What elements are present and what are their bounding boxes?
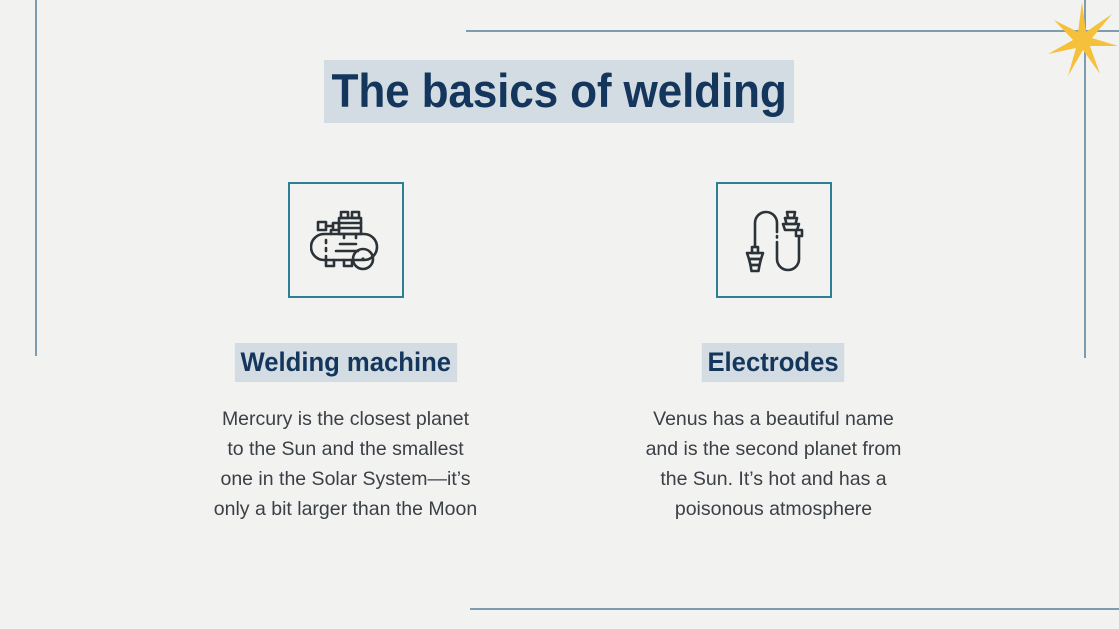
- column-body-text: Venus has a beautiful name and is the se…: [645, 408, 902, 520]
- electrodes-icon: [745, 210, 803, 273]
- sparkle-star-icon: [1040, 0, 1119, 80]
- column-heading: Welding machine: [234, 343, 457, 382]
- title-container: The basics of welding: [0, 60, 1119, 123]
- vertical-rule-right: [1084, 0, 1086, 358]
- column-heading: Electrodes: [702, 343, 845, 382]
- column-electrodes: Electrodes Venus has a beautiful name an…: [560, 182, 988, 524]
- column-body-text: Mercury is the closest planet to the Sun…: [213, 408, 478, 520]
- heading-container-electrodes: Electrodes: [698, 343, 848, 382]
- vertical-rule-left: [35, 0, 37, 356]
- columns-container: Welding machine Mercury is the closest p…: [0, 182, 1119, 524]
- page-title: The basics of welding: [324, 60, 795, 123]
- horizontal-rule-top: [466, 30, 1119, 32]
- welding-machine-icon: [309, 210, 378, 271]
- horizontal-rule-bottom: [470, 608, 1119, 610]
- electrodes-icon-box: [715, 182, 832, 298]
- welding-machine-icon-box: [287, 182, 404, 298]
- heading-container-welding-machine: Welding machine: [229, 343, 463, 382]
- column-welding-machine: Welding machine Mercury is the closest p…: [132, 182, 560, 524]
